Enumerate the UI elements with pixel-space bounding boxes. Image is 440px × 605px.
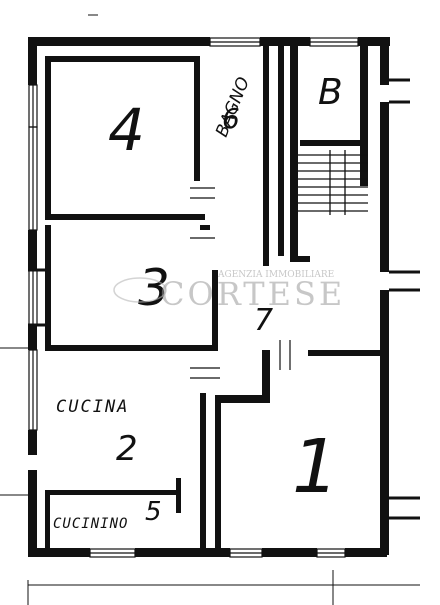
watermark: AGENZIA IMMOBILIARE CORTESE bbox=[113, 270, 345, 313]
room-b-label: B bbox=[318, 72, 343, 113]
watermark-logo-swoosh bbox=[113, 277, 167, 303]
dimension-lines bbox=[0, 14, 420, 605]
cucina-number: 2 bbox=[116, 429, 138, 469]
staircase bbox=[298, 150, 368, 215]
door-markers bbox=[190, 187, 291, 379]
room-4-number: 4 bbox=[108, 96, 145, 164]
windows bbox=[28, 37, 359, 558]
room-3-number: 3 bbox=[138, 259, 170, 317]
watermark-small-text: AGENZIA IMMOBILIARE bbox=[217, 270, 334, 280]
exterior-walls bbox=[28, 37, 390, 557]
interior-walls bbox=[45, 46, 380, 550]
hall-number: 7 bbox=[254, 303, 273, 338]
watermark-large-text: CORTESE bbox=[160, 275, 345, 313]
cucina-label: CUCINA bbox=[56, 397, 129, 417]
room-1-number: 1 bbox=[292, 424, 339, 510]
bathroom-number: 6 bbox=[222, 102, 240, 135]
cucinino-label: CUCININO bbox=[53, 516, 128, 532]
cucinino-number: 5 bbox=[145, 497, 162, 527]
